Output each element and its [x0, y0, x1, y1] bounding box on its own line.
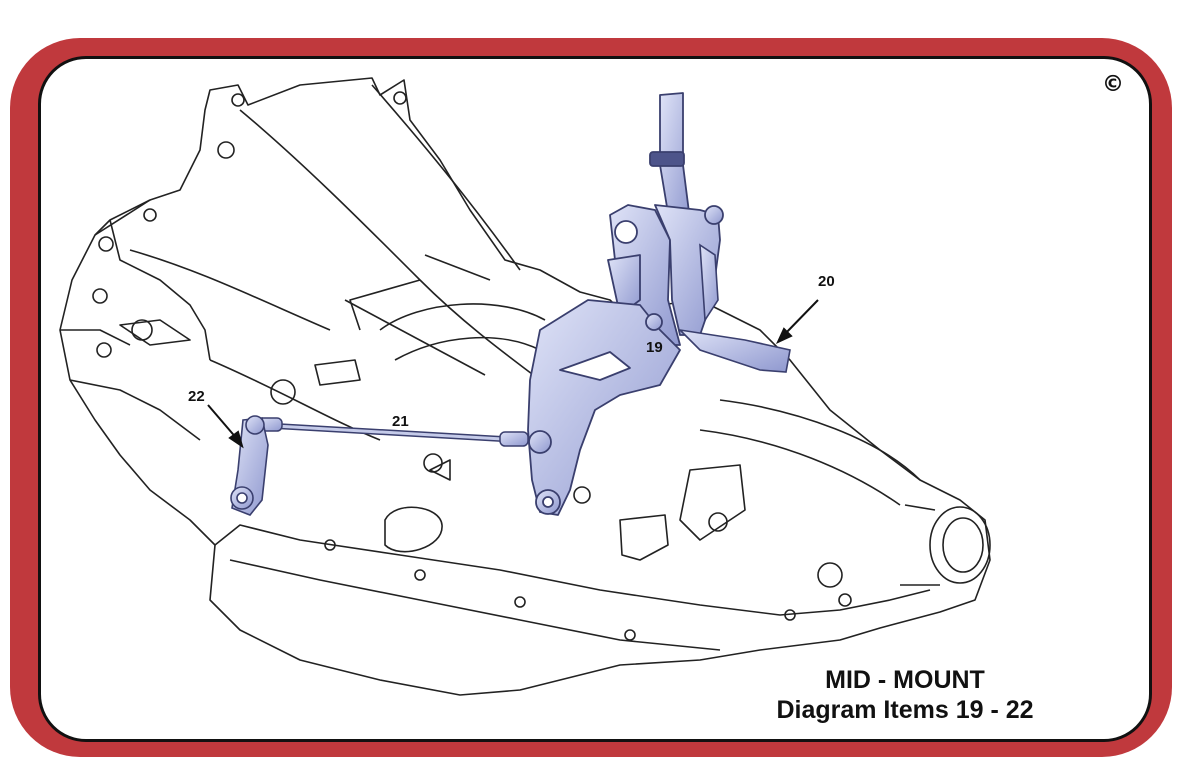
copyright-symbol: © [1102, 72, 1124, 97]
callout-20: 20 [818, 273, 835, 290]
shifter-assembly-19 [527, 92, 724, 516]
callout-21: 21 [392, 413, 409, 430]
caption-title: MID - MOUNT [825, 666, 985, 694]
caption-subtitle: Diagram Items 19 - 22 [776, 696, 1034, 724]
callout-arrows [207, 299, 819, 449]
callout-22: 22 [188, 388, 205, 405]
transmission-lever-22 [230, 415, 269, 516]
mounting-bracket-20 [677, 243, 791, 373]
diagram-caption: MID - MOUNT Diagram Items 19 - 22 [720, 665, 1090, 725]
transmission-case [59, 77, 991, 696]
callout-19: 19 [646, 339, 663, 356]
